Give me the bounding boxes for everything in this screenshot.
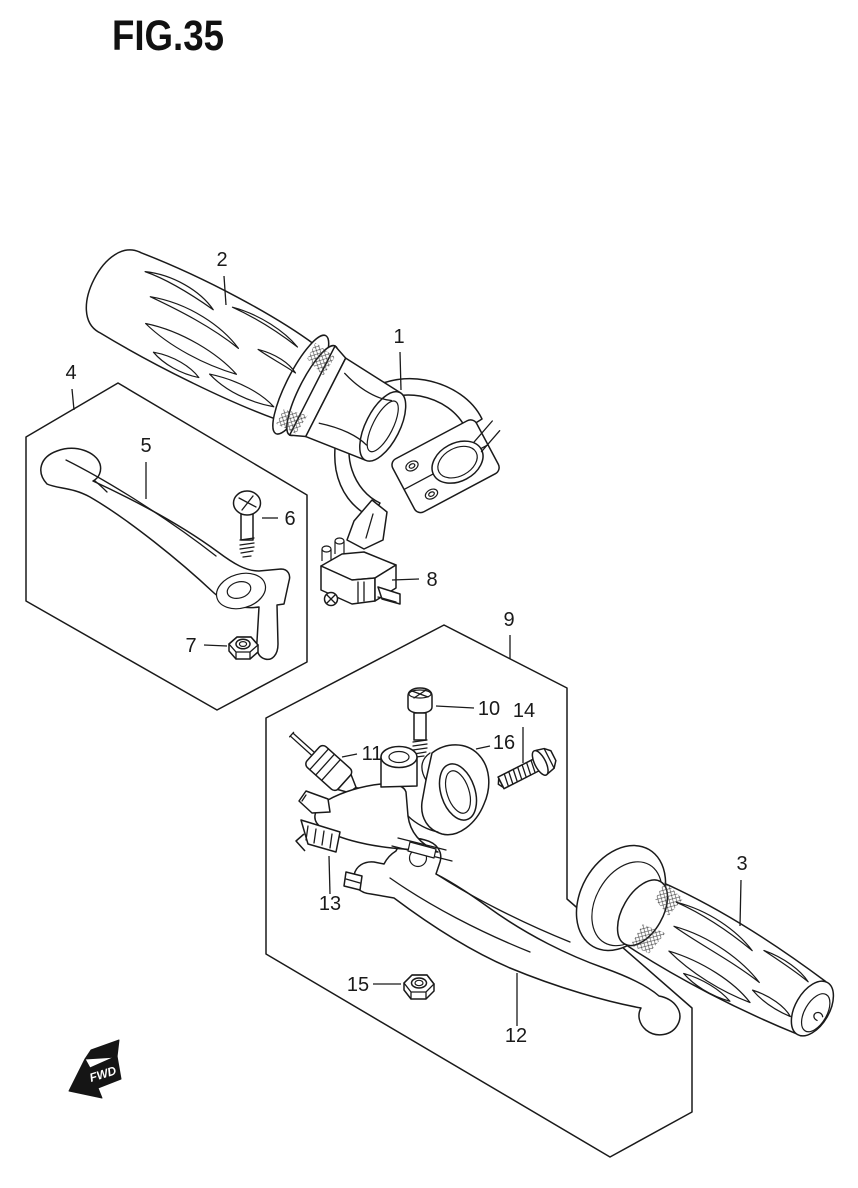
callout-6: 6 bbox=[284, 508, 295, 530]
part-switch-housing bbox=[334, 378, 501, 550]
fwd-indicator: FWD bbox=[68, 1039, 122, 1099]
part-pivot-screw bbox=[232, 490, 262, 558]
part-cable-adjuster bbox=[288, 731, 364, 800]
callout-15: 15 bbox=[347, 974, 369, 996]
figure-title: FIG.35 bbox=[112, 12, 224, 60]
callout-4: 4 bbox=[65, 362, 76, 384]
part-holder-nut bbox=[403, 974, 435, 1000]
callout-14: 14 bbox=[513, 700, 535, 722]
part-clutch-lever bbox=[343, 837, 681, 1036]
part-brake-lever bbox=[40, 447, 291, 661]
callout-3: 3 bbox=[736, 853, 747, 875]
callout-7: 7 bbox=[185, 635, 196, 657]
callout-10: 10 bbox=[478, 698, 500, 720]
part-lever-bolt bbox=[407, 687, 433, 758]
callout-11: 11 bbox=[362, 743, 383, 765]
callout-leader-2 bbox=[223, 275, 227, 306]
grip-flame-cutouts bbox=[668, 901, 809, 1018]
part-lever-clip bbox=[295, 819, 341, 853]
callout-leader-11 bbox=[341, 753, 358, 758]
part-brake-switch bbox=[320, 537, 401, 607]
callout-2: 2 bbox=[216, 249, 227, 271]
grip-flame-cutouts bbox=[144, 271, 299, 408]
callout-leader-3 bbox=[739, 879, 742, 927]
part-pivot-nut bbox=[228, 636, 259, 660]
callout-1: 1 bbox=[393, 326, 404, 348]
callout-leader-8 bbox=[391, 578, 420, 581]
part-left-grip bbox=[575, 844, 835, 1037]
fwd-arrow-top-face bbox=[84, 1039, 120, 1060]
callout-9: 9 bbox=[503, 609, 514, 631]
callout-leader-1 bbox=[399, 351, 402, 391]
part-lever-holder bbox=[295, 744, 490, 862]
callout-8: 8 bbox=[426, 569, 437, 591]
callout-leader-16 bbox=[475, 745, 491, 750]
callout-leader-4 bbox=[71, 388, 75, 411]
callout-leader-7 bbox=[203, 644, 228, 647]
part-clamp-bolt bbox=[497, 747, 557, 790]
group-box-clutch bbox=[265, 624, 693, 1158]
callout-12: 12 bbox=[505, 1025, 527, 1047]
callout-leader-10 bbox=[435, 705, 475, 709]
callout-13: 13 bbox=[319, 893, 341, 915]
part-throttle-grip bbox=[85, 249, 407, 462]
callout-16: 16 bbox=[493, 732, 515, 754]
callout-leader-13 bbox=[328, 855, 331, 895]
fwd-arrow-icon bbox=[68, 1055, 122, 1099]
group-box-front-brake bbox=[25, 382, 308, 711]
callout-5: 5 bbox=[140, 435, 151, 457]
